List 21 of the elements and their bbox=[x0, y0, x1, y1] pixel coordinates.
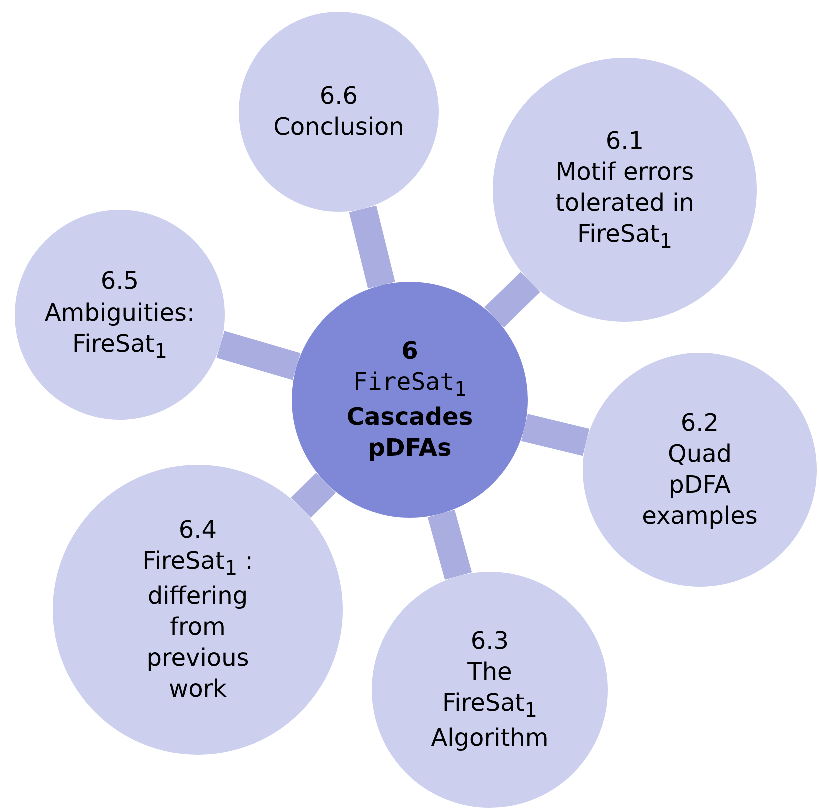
section-number: 6.2 bbox=[680, 408, 720, 439]
connector bbox=[521, 414, 590, 456]
connector bbox=[484, 272, 540, 328]
section-title: Conclusion bbox=[274, 112, 404, 143]
connector bbox=[216, 331, 301, 380]
section-number: 6.4 bbox=[178, 514, 218, 546]
section-number: 6.6 bbox=[320, 80, 358, 112]
connector bbox=[428, 510, 472, 580]
section-title: Cascades pDFAs bbox=[346, 402, 474, 464]
connector bbox=[349, 206, 396, 289]
section-title: Ambiguities: FireSat$_{1}$ bbox=[44, 298, 196, 364]
section-number: 6 bbox=[402, 336, 418, 367]
section-number: 6.5 bbox=[100, 266, 140, 298]
section-number: 6.1 bbox=[606, 126, 644, 157]
section-number: 6.3 bbox=[470, 626, 510, 657]
section-title: FireSat$_{1}$ : differing from previous work bbox=[142, 546, 254, 706]
section-title: Quad pDFA examples bbox=[641, 438, 759, 532]
section-title: FireSat$_{1}$ bbox=[353, 367, 467, 402]
section-title: Motif errors tolerated in FireSat$_{1}$ bbox=[554, 157, 696, 254]
section-title: The FireSat$_{1}$ Algorithm bbox=[430, 657, 550, 754]
connector bbox=[291, 473, 336, 518]
